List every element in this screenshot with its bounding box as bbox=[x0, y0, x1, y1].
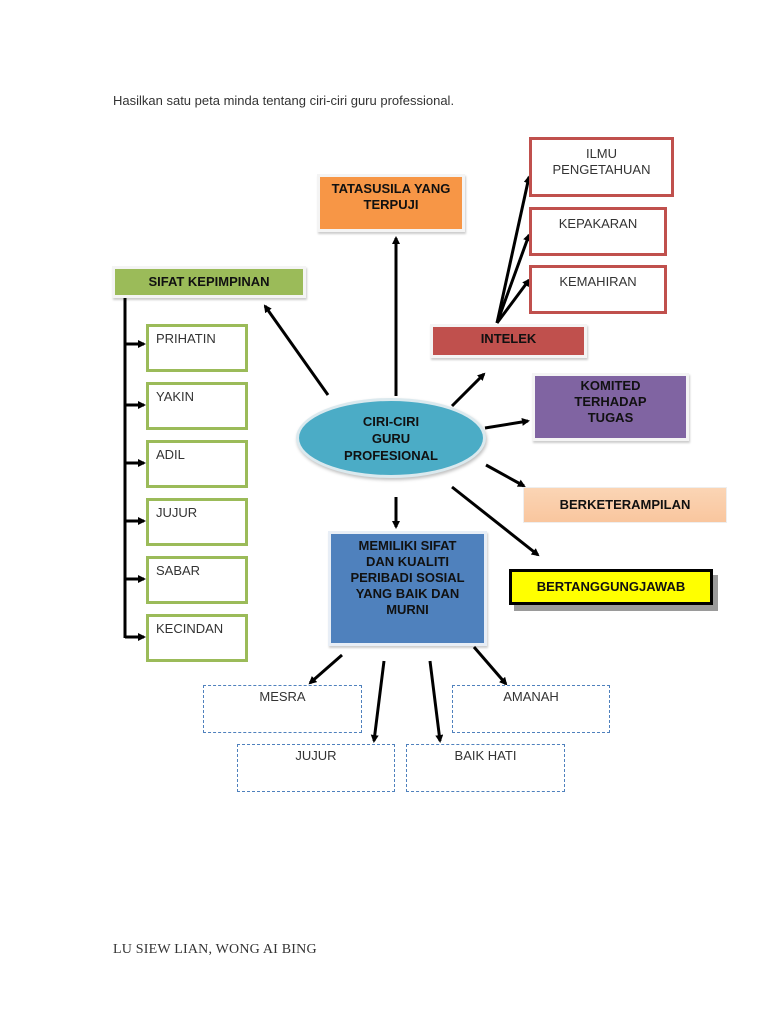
arrow-to-kepimpinan bbox=[263, 304, 330, 396]
branch-line: TERPUJI bbox=[363, 197, 419, 212]
arrow-sosial-to-amanah bbox=[472, 646, 508, 686]
item-label: KEMAHIRAN bbox=[559, 274, 637, 289]
branch-label: BERKETERAMPILAN bbox=[559, 497, 691, 512]
branch-label: SIFAT KEPIMPINAN bbox=[148, 274, 270, 289]
branch-line: DAN KUALITI bbox=[365, 554, 450, 569]
item-line: ILMU bbox=[585, 146, 618, 161]
kepimpinan-item: ADIL bbox=[146, 440, 248, 488]
sosial-item: JUJUR bbox=[237, 744, 395, 792]
item-label: MESRA bbox=[259, 689, 306, 704]
arrow-to-komited bbox=[484, 418, 530, 430]
item-label: JUJUR bbox=[295, 748, 337, 763]
sosial-item: BAIK HATI bbox=[406, 744, 565, 792]
arrow-sosial-to-jujur bbox=[370, 660, 386, 743]
branch-line: MURNI bbox=[386, 602, 429, 617]
kepimpinan-item: JUJUR bbox=[146, 498, 248, 546]
branch-berketerampilan: BERKETERAMPILAN bbox=[523, 487, 727, 523]
arrow-sosial-to-baik-hati bbox=[428, 660, 444, 743]
item-label: YAKIN bbox=[156, 389, 195, 404]
branch-line: KOMITED bbox=[580, 378, 641, 393]
intelek-item: KEPAKARAN bbox=[529, 207, 667, 256]
center-line: PROFESIONAL bbox=[344, 447, 438, 463]
arrow-to-intelek bbox=[450, 372, 486, 408]
item-label: KEPAKARAN bbox=[558, 216, 638, 231]
branch-kepimpinan: SIFAT KEPIMPINAN bbox=[112, 266, 306, 298]
intelek-item: ILMU PENGETAHUAN bbox=[529, 137, 674, 197]
branch-bertanggungjawab: BERTANGGUNGJAWAB bbox=[509, 569, 713, 605]
branch-sifat-sosial: MEMILIKI SIFAT DAN KUALITI PERIBADI SOSI… bbox=[328, 531, 487, 646]
kepimpinan-item: KECINDAN bbox=[146, 614, 248, 662]
sosial-item: AMANAH bbox=[452, 685, 610, 733]
instruction-text: Hasilkan satu peta minda tentang ciri-ci… bbox=[113, 93, 455, 108]
center-line: CIRI-CIRI bbox=[362, 413, 420, 429]
item-label: JUJUR bbox=[156, 505, 198, 520]
item-line: PENGETAHUAN bbox=[552, 162, 651, 177]
branch-line: TERHADAP bbox=[574, 394, 647, 409]
arrow-intelek-to-kepakaran bbox=[495, 233, 531, 324]
kepimpinan-item: YAKIN bbox=[146, 382, 248, 430]
arrow-sosial-to-mesra bbox=[308, 653, 343, 685]
item-label: KECINDAN bbox=[156, 621, 224, 636]
branch-line: YANG BAIK DAN bbox=[355, 586, 460, 601]
branch-tatasusila: TATASUSILA YANG TERPUJI bbox=[317, 174, 465, 232]
branch-intelek: INTELEK bbox=[430, 324, 587, 358]
item-label: AMANAH bbox=[503, 689, 559, 704]
author-footer: LU SIEW LIAN, WONG AI BING bbox=[113, 942, 317, 957]
branch-line: PERIBADI SOSIAL bbox=[350, 570, 465, 585]
kepimpinan-item: PRIHATIN bbox=[146, 324, 248, 372]
item-label: ADIL bbox=[156, 447, 185, 462]
branch-label: INTELEK bbox=[480, 331, 537, 346]
kepimpinan-item: SABAR bbox=[146, 556, 248, 604]
branch-line: TATASUSILA YANG bbox=[331, 181, 451, 196]
center-node: CIRI-CIRI GURU PROFESIONAL bbox=[296, 398, 486, 478]
arrow-intelek-to-kemahiran bbox=[495, 278, 531, 324]
branch-komited: KOMITED TERHADAP TUGAS bbox=[532, 373, 689, 441]
arrow-intelek-to-ilmu bbox=[495, 175, 532, 324]
arrow-to-bertanggungjawab bbox=[451, 485, 540, 557]
branch-line: MEMILIKI SIFAT bbox=[358, 538, 457, 553]
item-label: SABAR bbox=[156, 563, 201, 578]
branch-line: TUGAS bbox=[587, 410, 634, 425]
sosial-item: MESRA bbox=[203, 685, 362, 733]
arrow-to-berketerampilan bbox=[485, 463, 526, 488]
intelek-item: KEMAHIRAN bbox=[529, 265, 667, 314]
item-label: BAIK HATI bbox=[454, 748, 517, 763]
item-label: PRIHATIN bbox=[156, 331, 216, 346]
center-line: GURU bbox=[371, 430, 411, 446]
branch-label: BERTANGGUNGJAWAB bbox=[536, 579, 686, 594]
